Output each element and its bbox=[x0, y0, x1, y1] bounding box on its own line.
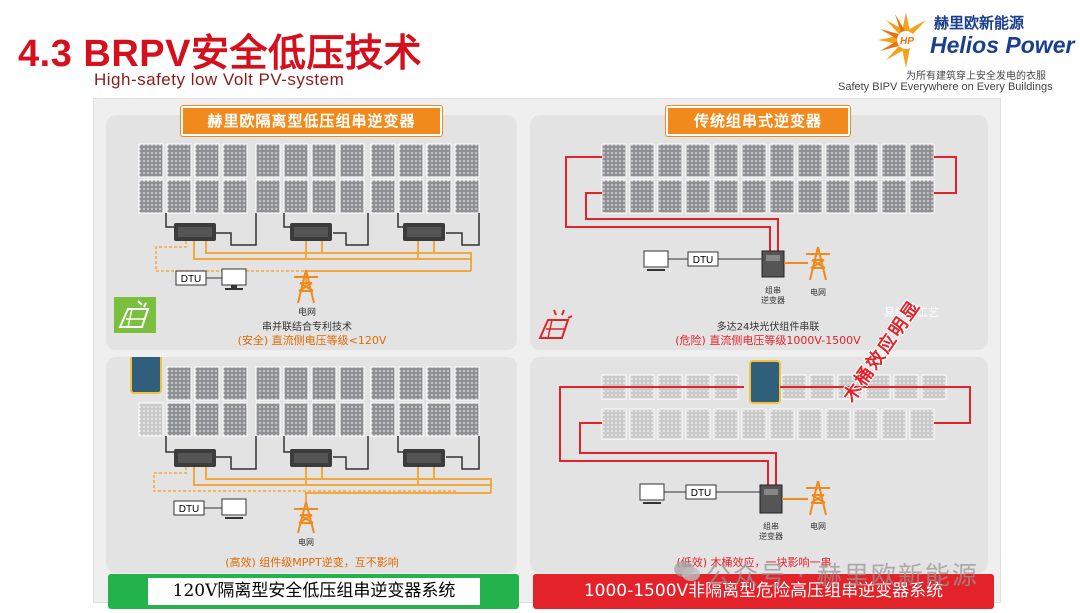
tl-dtu-label: DTU bbox=[181, 274, 202, 285]
panel-title-traditional-inverter: 传统组串式逆变器 bbox=[666, 106, 850, 136]
br-grid-label: 电网 bbox=[810, 521, 826, 531]
bl-grid-label: 电网 bbox=[298, 537, 314, 547]
shaded-module-icon bbox=[130, 357, 162, 394]
svg-text:逆变器: 逆变器 bbox=[761, 295, 785, 305]
banner-isolated-label: 120V隔离型安全低压组串逆变器系统 bbox=[148, 578, 480, 605]
tr-dtu-label: DTU bbox=[693, 255, 714, 266]
danger-solar-icon bbox=[538, 309, 573, 339]
banner-high-voltage-system: 1000-1500V非隔离型危险高压组串逆变器系统 bbox=[533, 574, 994, 609]
br-computer-icon bbox=[639, 483, 665, 504]
panel-title-isolated-inverter: 赫里欧隔离型低压组串逆变器 bbox=[181, 106, 442, 136]
tl-grid-label: 电网 bbox=[297, 308, 316, 318]
brand-name-en: Helios Power bbox=[930, 32, 1075, 58]
brand-slogan-en: Safety BIPV Everywhere on Every Building… bbox=[838, 81, 1053, 93]
wechat-watermark: 公众号 · 赫里欧新能源 bbox=[706, 561, 979, 590]
tr-computer-icon bbox=[643, 250, 669, 271]
shaded-module-icon bbox=[749, 360, 781, 404]
brand-name-cn: 赫里欧新能源 bbox=[934, 14, 1025, 32]
bottom-left-diagram: DTU 电网 bbox=[130, 357, 492, 547]
logo-mark-text: HP bbox=[900, 36, 914, 47]
brand-slogan-cn: 为所有建筑穿上安全发电的衣服 bbox=[906, 71, 1046, 82]
tr-caption-series: 多达24块光伏组件串联 bbox=[716, 322, 820, 333]
tr-watermark: 易纯化工艺 bbox=[884, 306, 939, 319]
bl-dtu-label: DTU bbox=[179, 504, 200, 515]
bottom-right-diagram: 组串 逆变器 DTU 电网 bbox=[559, 360, 971, 541]
bl-caption: (高效) 组件级MPPT逆变，互不影响 bbox=[225, 556, 399, 569]
tl-caption-voltage: (安全) 直流侧电压等级<120V bbox=[237, 334, 387, 347]
br-inverter-label: 组串 bbox=[763, 521, 779, 531]
helios-sun-logo-icon: HP bbox=[878, 12, 926, 68]
svg-text:逆变器: 逆变器 bbox=[759, 531, 783, 541]
banner-isolated-system: 120V隔离型安全低压组串逆变器系统 bbox=[108, 574, 519, 609]
tr-caption-voltage: (危险) 直流侧电压等级1000V-1500V bbox=[675, 334, 861, 347]
bl-computer-icon bbox=[221, 498, 247, 519]
page-title: 4.3 BRPV安全低压技术 bbox=[18, 33, 422, 75]
top-left-diagram: DTU bbox=[138, 143, 480, 304]
br-dtu-label: DTU bbox=[691, 488, 712, 499]
br-caption: (低效) 木桶效应，一块影响一串 bbox=[676, 556, 832, 569]
tr-inverter-label: 组串 bbox=[765, 285, 781, 295]
tl-computer-icon bbox=[221, 268, 247, 290]
safe-solar-icon bbox=[114, 297, 156, 333]
tl-caption-tech: 串并联结合专利技术 bbox=[262, 322, 352, 333]
wechat-icon bbox=[674, 561, 700, 581]
tr-grid-label: 电网 bbox=[810, 287, 826, 297]
top-right-diagram: 组串 逆变器 DTU 电网 bbox=[565, 143, 957, 305]
page-subtitle: High-safety low Volt PV-system bbox=[94, 70, 345, 89]
